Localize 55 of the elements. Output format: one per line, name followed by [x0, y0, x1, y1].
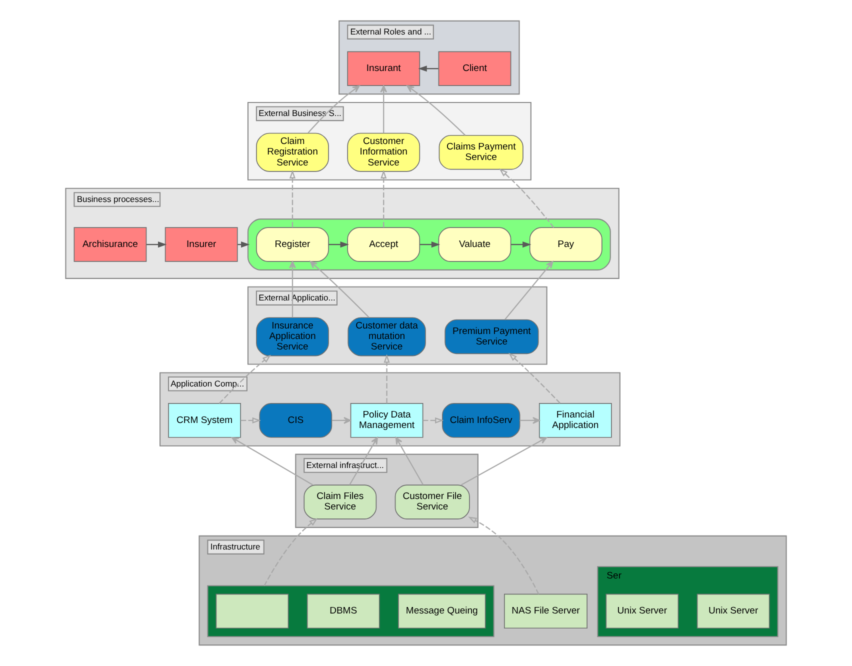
arrow — [461, 436, 548, 486]
node-box: CRM System — [168, 403, 241, 438]
node-box: Policy Data Management — [350, 403, 424, 438]
arrow — [289, 170, 296, 228]
node-box: Customer data mutation Service — [348, 317, 426, 356]
arrow — [289, 261, 296, 318]
arrow — [520, 416, 540, 424]
arrow — [218, 354, 272, 404]
node-box: Message Queing — [398, 594, 486, 629]
node-box: Insurant — [347, 51, 420, 86]
node-box: Premium Payment Service — [444, 319, 539, 354]
arrow — [422, 417, 444, 424]
node-box: CIS — [259, 403, 332, 438]
node-box: Unix Server — [606, 594, 679, 629]
arrow — [332, 416, 351, 424]
arrow — [380, 85, 388, 134]
node-box: Claim Registration Service — [256, 132, 329, 172]
node-box: Financial Application — [538, 403, 612, 438]
arrow — [395, 436, 424, 486]
node-box: Pay — [529, 227, 602, 262]
node-box: Insurer — [164, 227, 238, 262]
node-box: Archisurance — [74, 227, 147, 262]
arrow — [328, 241, 349, 248]
node-box: Customer Information Service — [347, 132, 420, 172]
arrow — [264, 518, 318, 586]
arrow — [310, 260, 370, 318]
node-box: Accept — [347, 227, 420, 262]
node-box: Unix Server — [696, 594, 770, 629]
arrow — [146, 241, 167, 248]
arrow — [508, 352, 560, 404]
node-box: Claim InfoServ — [442, 403, 520, 438]
node-box — [216, 594, 289, 629]
arrow — [349, 436, 378, 486]
arrow — [240, 417, 262, 424]
arrow — [418, 66, 438, 72]
node-box: Claim Files Service — [304, 484, 377, 520]
cluster — [207, 585, 494, 638]
arrow — [231, 436, 314, 486]
node-box: Claims Payment Service — [438, 134, 524, 170]
arrow — [420, 241, 440, 248]
arrow — [406, 85, 466, 136]
node-box: Valuate — [438, 227, 512, 262]
arrow — [468, 516, 540, 594]
arrow — [308, 85, 360, 134]
node-box: DBMS — [306, 594, 380, 629]
node-box: Customer File Service — [394, 484, 470, 520]
arrow — [511, 241, 532, 248]
arrow — [499, 168, 554, 228]
node-box: Client — [438, 51, 512, 86]
node-box: Insurance Application Service — [256, 317, 329, 356]
node-box: Register — [256, 227, 329, 262]
arrow — [380, 170, 387, 228]
arrow — [504, 260, 554, 320]
arrow — [384, 354, 390, 404]
node-box: NAS File Server — [504, 594, 588, 629]
